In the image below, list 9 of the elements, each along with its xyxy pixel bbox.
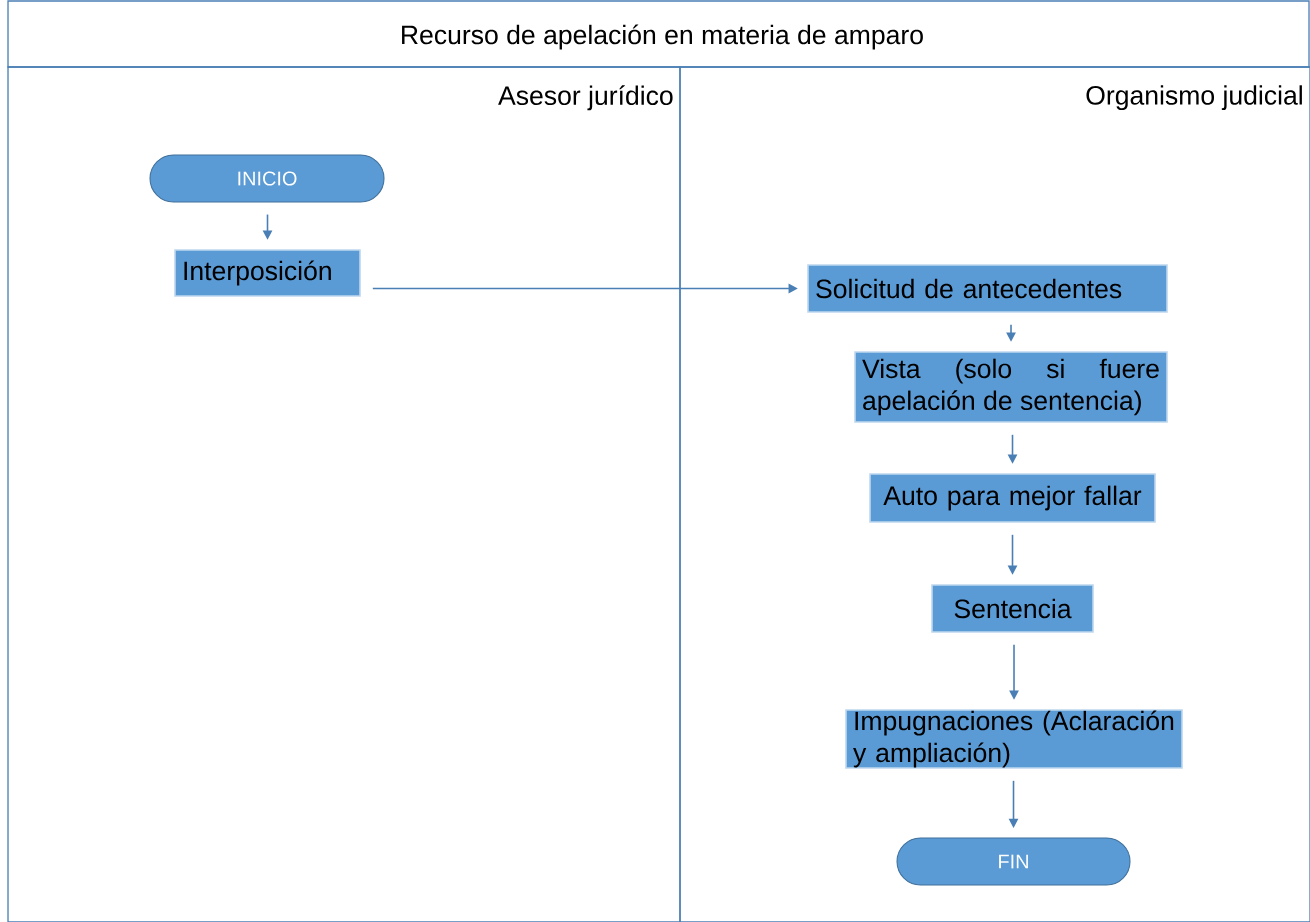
process-box: Vista (solo si fuere apelación de sentencia) bbox=[854, 351, 1168, 423]
title-band: Recurso de apelación en materia de amparo bbox=[7, 0, 1310, 68]
process-box: Auto para mejor fallar bbox=[869, 473, 1156, 523]
process-box: Sentencia bbox=[931, 584, 1094, 633]
process-box: Impugnaciones (Aclaración y ampliación) bbox=[845, 709, 1183, 769]
process-box: Solicitud de antecedentes bbox=[807, 264, 1168, 313]
process-box: Interposición bbox=[174, 249, 361, 297]
terminator: FIN bbox=[896, 837, 1131, 886]
terminator: INICIO bbox=[149, 154, 385, 203]
